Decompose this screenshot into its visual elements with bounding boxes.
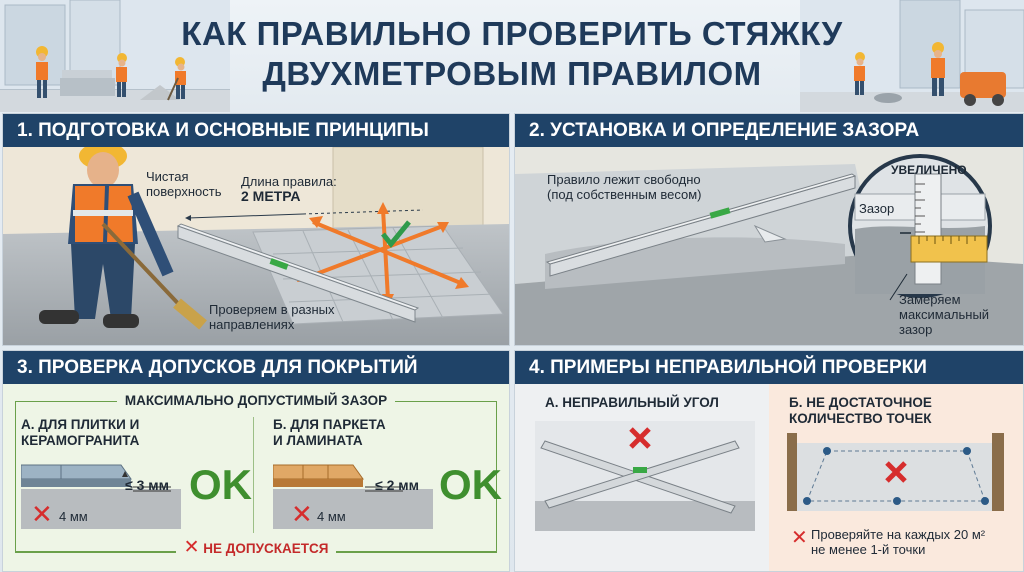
panel-preparation: 1. ПОДГОТОВКА И ОСНОВНЫЕ ПРИНЦИПЫ Чистая… — [2, 113, 510, 346]
panel-tolerances: 3. ПРОВЕРКА ДОПУСКОВ ДЛЯ ПОКРЫТИЙ МАКСИМ… — [2, 350, 510, 572]
worker-icon — [854, 52, 902, 103]
straightedge-rule — [545, 173, 857, 277]
few-points-title: Б. НЕ ДОСТАТОЧНОЕ КОЛИЧЕСТВО ТОЧЕК — [789, 395, 932, 426]
tile-title: А. ДЛЯ ПЛИТКИ И КЕРАМОГРАНИТА — [21, 417, 140, 448]
clean-surface-label: Чистая поверхность — [146, 169, 222, 199]
panel-4-header: 4. ПРИМЕРЫ НЕПРАВИЛЬНОЙ ПРОВЕРКИ — [515, 351, 1023, 384]
preparation-illustration — [3, 142, 509, 345]
measure-label: Замеряем максимальный зазор — [899, 292, 990, 337]
title-line-2: ДВУХМЕТРОВЫМ ПРАВИЛОМ — [262, 55, 762, 92]
tile-ok-badge: OK — [189, 461, 252, 508]
divider — [253, 417, 254, 533]
tile-bad-value: 4 мм — [59, 509, 88, 524]
parquet-tolerance: ≤ 2 мм — [375, 477, 419, 493]
few-points-note: Проверяйте на каждых 20 м² не менее 1-й … — [811, 527, 986, 557]
max-gap-title: МАКСИМАЛЬНО ДОПУСТИМЫЙ ЗАЗОР — [3, 393, 509, 409]
parquet-bad-value: 4 мм — [317, 509, 346, 524]
cross-icon: ✕ — [31, 499, 53, 529]
ruler-icon — [910, 235, 988, 263]
magnifier-circle — [848, 154, 992, 298]
zoomed-label: УВЕЛИЧЕНО — [891, 163, 967, 177]
level-bubble-icon — [269, 258, 289, 270]
panel-3-header: 3. ПРОВЕРКА ДОПУСКОВ ДЛЯ ПОКРЫТИЙ — [3, 351, 509, 384]
parquet-ok-badge: OK — [439, 461, 502, 508]
gap-label: Зазор — [859, 201, 895, 216]
direction-arrows — [302, 208, 464, 300]
worker-figure — [39, 142, 207, 330]
panel-installation: 2. УСТАНОВКА И ОПРЕДЕЛЕНИЕ ЗАЗОРА Правил… — [514, 113, 1024, 346]
check-icon — [381, 220, 411, 248]
directions-label: Проверяем в разных направлениях — [209, 302, 335, 332]
cross-icon: ✕ — [791, 527, 808, 549]
level-bubble-icon — [709, 207, 731, 219]
panel-2-header: 2. УСТАНОВКА И ОПРЕДЕЛЕНИЕ ЗАЗОРА — [515, 114, 1023, 147]
straightedge-rule — [176, 223, 420, 323]
header-banner: КАК ПРАВИЛЬНО ПРОВЕРИТЬ СТЯЖКУ ДВУХМЕТРО… — [0, 0, 1024, 112]
wrong-angle-title: А. НЕПРАВИЛЬНЫЙ УГОЛ — [545, 395, 719, 410]
free-lying-label: Правило лежит свободно (под собственным … — [547, 172, 702, 202]
page-title: КАК ПРАВИЛЬНО ПРОВЕРИТЬ СТЯЖКУ ДВУХМЕТРО… — [0, 14, 1024, 94]
construction-scene-left — [0, 0, 230, 112]
wrong-angle-diagram — [535, 421, 755, 531]
few-points-diagram — [787, 433, 1004, 511]
installation-illustration — [515, 147, 1023, 345]
title-line-1: КАК ПРАВИЛЬНО ПРОВЕРИТЬ СТЯЖКУ — [181, 15, 843, 52]
cross-icon: ✕ — [183, 537, 200, 558]
cross-icon: ✕ — [291, 499, 313, 529]
worker-icon — [36, 46, 48, 98]
tile-diagram — [21, 464, 181, 529]
parquet-title: Б. ДЛЯ ПАРКЕТА И ЛАМИНАТА — [273, 417, 386, 448]
rule-length-label: Длина правила: 2 МЕТРА — [241, 174, 337, 204]
tile-tolerance: ≤ 3 мм — [125, 477, 169, 493]
panel-1-header: 1. ПОДГОТОВКА И ОСНОВНЫЕ ПРИНЦИПЫ — [3, 114, 509, 147]
parquet-diagram — [273, 464, 433, 529]
construction-scene-right — [800, 0, 1024, 112]
panel-wrong-checks: 4. ПРИМЕРЫ НЕПРАВИЛЬНОЙ ПРОВЕРКИ А. НЕПР… — [514, 350, 1024, 572]
not-allowed-note: ✕ НЕ ДОПУСКАЕТСЯ — [3, 537, 509, 558]
